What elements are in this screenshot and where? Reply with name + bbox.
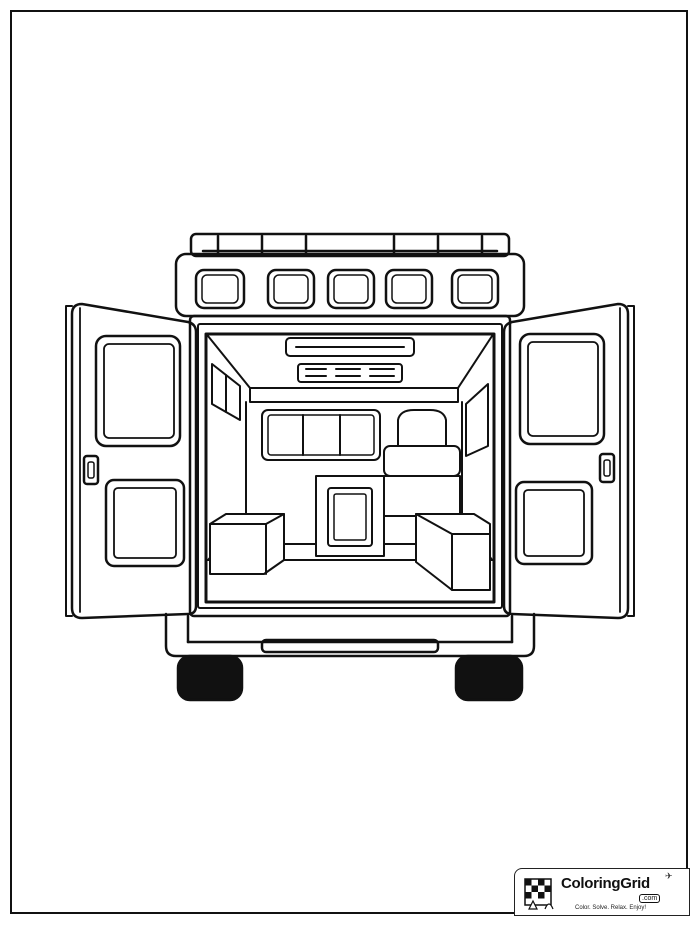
- brand-name: ColoringGrid: [561, 875, 650, 892]
- warning-light: [266, 268, 316, 310]
- wheels: [176, 654, 524, 702]
- roof-rack: [189, 232, 511, 258]
- page-border: [10, 10, 688, 914]
- left-wheel: [176, 654, 244, 702]
- watermark-badge: ✈ ColoringGrid .com Color. Solve. Relax.…: [514, 868, 690, 916]
- left-door: [65, 302, 198, 620]
- upper-body: [174, 252, 526, 318]
- warning-light: [450, 268, 500, 310]
- domain-suffix: .com: [639, 894, 661, 903]
- interior: [207, 335, 493, 591]
- warning-light: [194, 268, 246, 310]
- paper-plane-icon: ✈: [665, 871, 673, 881]
- rear-body-frame: [188, 314, 512, 618]
- tagline: Color. Solve. Relax. Enjoy!: [575, 905, 647, 911]
- right-wheel: [454, 654, 524, 702]
- right-door: [502, 302, 635, 620]
- coloringgrid-logo-icon: [524, 878, 554, 910]
- rear-bumper: [164, 612, 536, 658]
- warning-light: [384, 268, 434, 310]
- warning-light: [326, 268, 376, 310]
